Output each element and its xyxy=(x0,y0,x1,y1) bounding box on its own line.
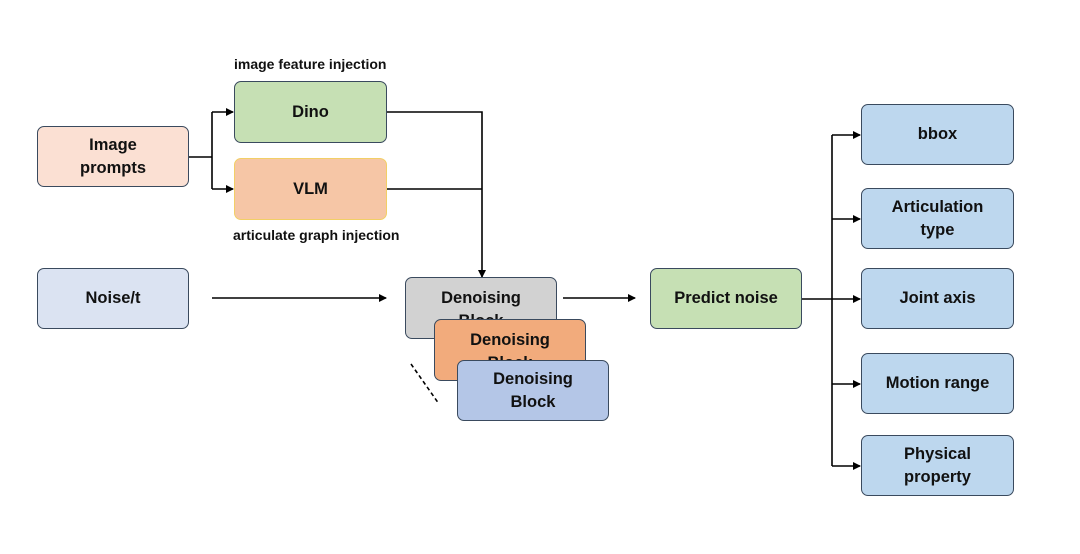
denoising-block-3-label: Denoising Block xyxy=(493,369,573,411)
predict-noise-box: Predict noise xyxy=(650,268,802,329)
vlm-box: VLM xyxy=(234,158,387,220)
predict-noise-label: Predict noise xyxy=(674,289,778,307)
vlm-label: VLM xyxy=(293,179,328,198)
caption-articulate-graph-injection: articulate graph injection xyxy=(233,227,400,243)
output-joint-axis-label: Joint axis xyxy=(899,289,976,307)
output-physical-property-label: Physical property xyxy=(904,444,971,486)
output-motion-range-box: Motion range xyxy=(861,353,1014,414)
output-joint-axis-box: Joint axis xyxy=(861,268,1014,329)
output-articulation-type-box: Articulation type xyxy=(861,188,1014,249)
image-prompts-label: Image prompts xyxy=(80,135,146,177)
output-bbox-label: bbox xyxy=(917,125,958,143)
output-physical-property-box: Physical property xyxy=(861,435,1014,496)
noise-box: Noise/t xyxy=(37,268,189,329)
denoising-block-3: Denoising Block xyxy=(457,360,609,421)
connector-dino-to-denoise xyxy=(387,111,483,189)
noise-label: Noise/t xyxy=(85,289,141,307)
image-prompts-box: Image prompts xyxy=(37,126,189,187)
dino-label: Dino xyxy=(292,102,329,121)
output-bbox-box: bbox xyxy=(861,104,1014,165)
caption-image-feature-injection: image feature injection xyxy=(234,56,387,72)
repeat-ellipsis-dashes xyxy=(410,363,440,405)
output-articulation-type-label: Articulation type xyxy=(891,197,984,239)
output-motion-range-label: Motion range xyxy=(885,374,990,392)
dino-box: Dino xyxy=(234,81,387,143)
